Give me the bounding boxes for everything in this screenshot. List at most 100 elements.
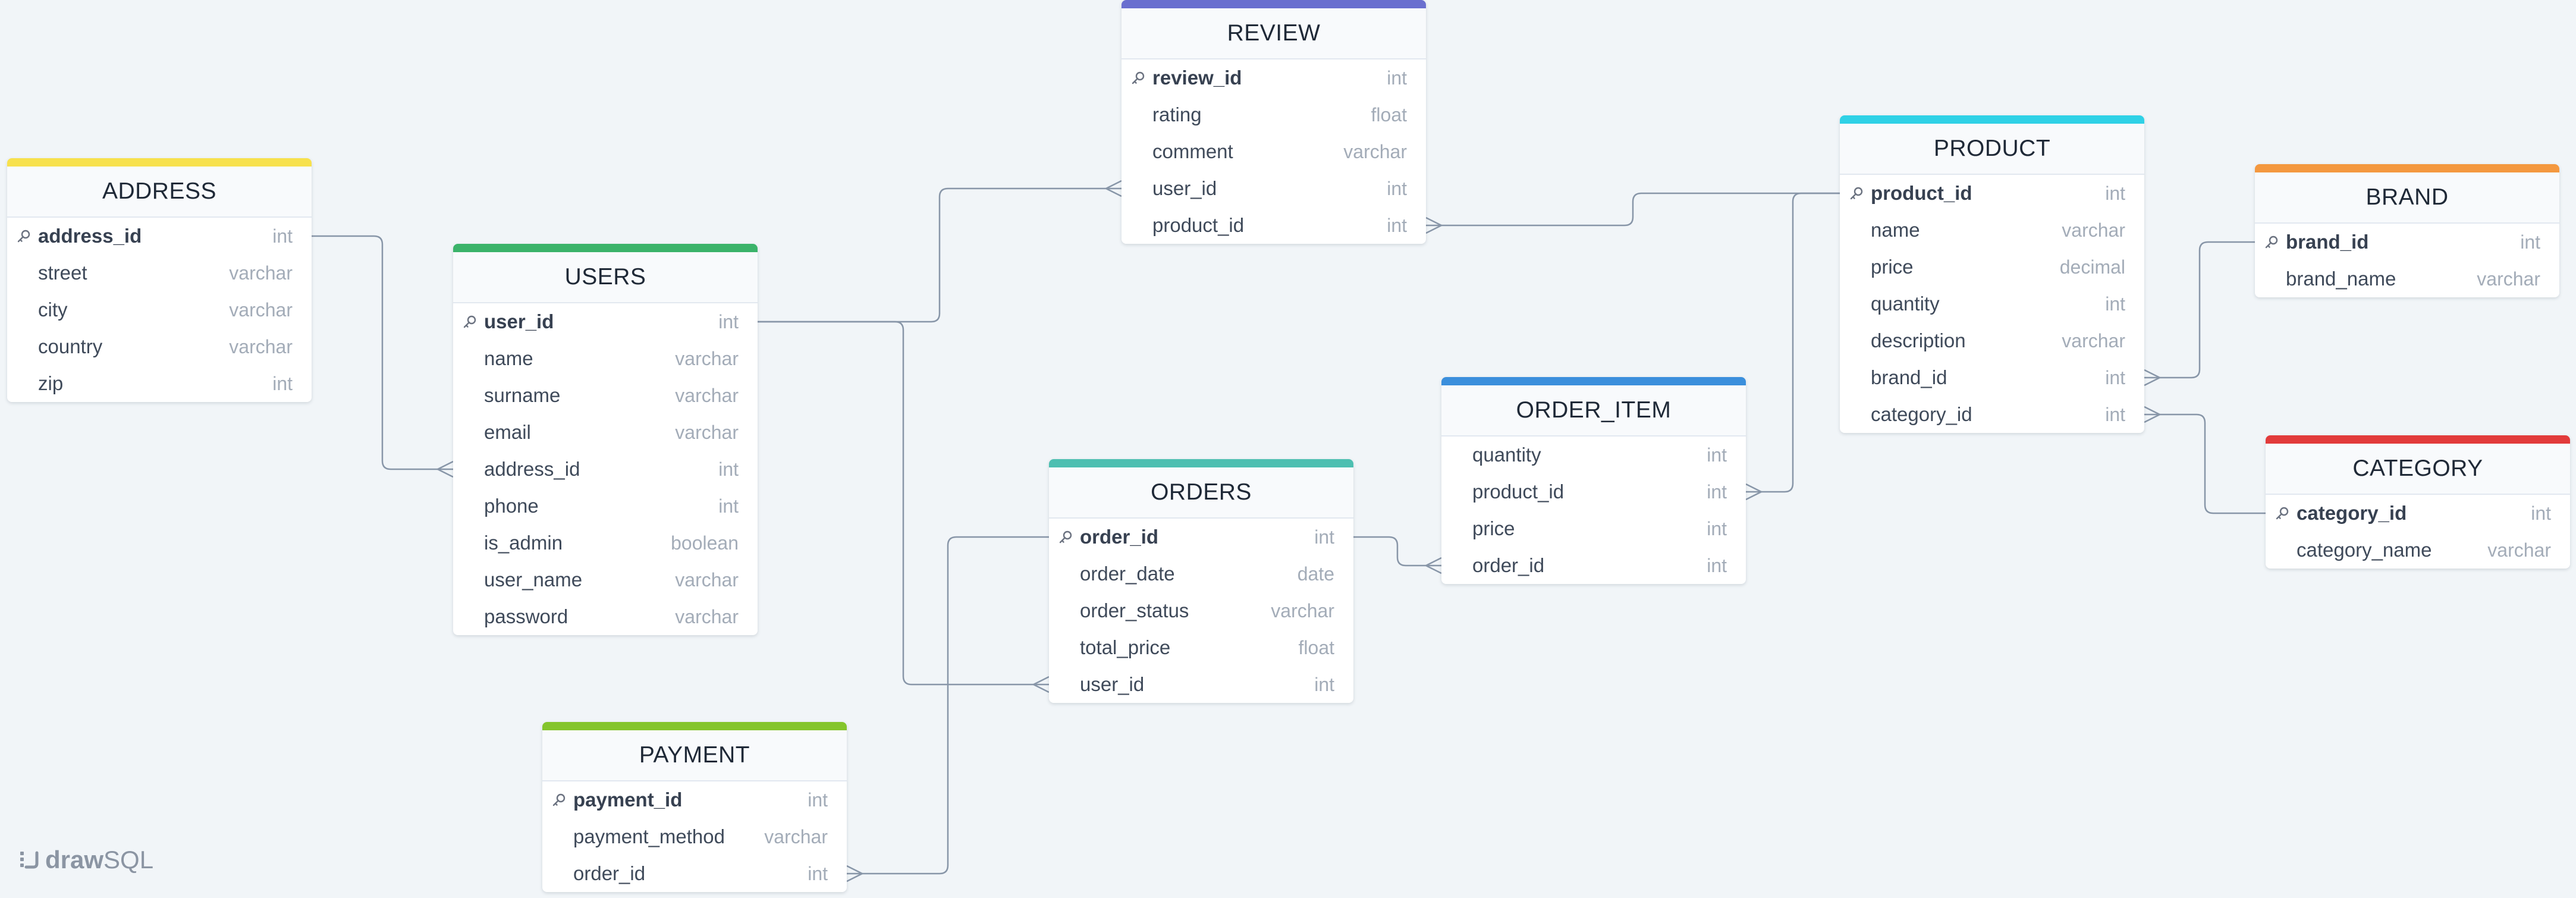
column-type: int <box>718 310 739 332</box>
column-type: int <box>2531 502 2551 524</box>
table-title[interactable]: USERS <box>453 252 758 303</box>
crows-foot-marker <box>2144 369 2160 387</box>
column-name: name <box>484 347 533 369</box>
column-type: varchar <box>675 384 739 406</box>
table-title[interactable]: PAYMENT <box>542 730 847 781</box>
relation-line <box>1746 192 1840 493</box>
column-name: name <box>1871 219 1920 241</box>
column-type: varchar <box>675 569 739 591</box>
crows-foot-marker <box>1033 676 1050 693</box>
table-title[interactable]: CATEGORY <box>2266 444 2570 495</box>
table-title[interactable]: ORDERS <box>1049 467 1353 519</box>
column-name: brand_id <box>2286 231 2369 253</box>
column-category-name[interactable]: category_name varchar <box>2266 532 2570 569</box>
logo-text-light: SQL <box>103 846 154 874</box>
column-name: description <box>1871 329 1966 351</box>
drawsql-logo-text: drawSQL <box>45 846 153 874</box>
column-name: category_name <box>2297 539 2432 561</box>
column-type: int <box>718 458 739 480</box>
column-name: brand_id <box>1871 366 1947 388</box>
column-name: address_id <box>38 225 142 247</box>
table-accent-bar <box>7 158 312 167</box>
table-title[interactable]: ORDER_ITEM <box>1441 385 1746 437</box>
table-title[interactable]: ADDRESS <box>7 167 312 218</box>
column-name: category_id <box>2297 502 2407 524</box>
column-payment-id[interactable]: payment_id int <box>542 781 847 818</box>
column-name: order_id <box>1080 526 1159 548</box>
crows-foot-marker <box>846 865 863 883</box>
column-category-id[interactable]: category_id int <box>2266 495 2570 532</box>
column-list: category_id int category_name varchar <box>2266 495 2570 569</box>
column-type: int <box>1387 67 1407 89</box>
table-title[interactable]: PRODUCT <box>1840 124 2144 175</box>
column-type: varchar <box>2487 539 2551 561</box>
primary-key-icon <box>2276 507 2289 520</box>
column-name: password <box>484 605 568 627</box>
column-type: int <box>808 789 828 811</box>
column-type: float <box>1298 636 1334 658</box>
relation-line <box>1426 192 1840 227</box>
table-title[interactable]: BRAND <box>2255 172 2559 224</box>
column-type: int <box>272 372 293 394</box>
table-title[interactable]: REVIEW <box>1121 8 1426 59</box>
table-category[interactable]: CATEGORY category_id int category_name varc… <box>2266 435 2570 569</box>
column-name: product_id <box>1871 182 1972 204</box>
column-name: user_id <box>1152 177 1217 199</box>
column-name: user_id <box>484 310 554 332</box>
column-type: int <box>2105 403 2125 425</box>
column-type: varchar <box>229 335 293 357</box>
column-name: city <box>38 299 68 321</box>
column-name: payment_id <box>573 789 683 811</box>
column-name: email <box>484 421 531 443</box>
column-user-id[interactable]: user_id int <box>453 303 758 340</box>
